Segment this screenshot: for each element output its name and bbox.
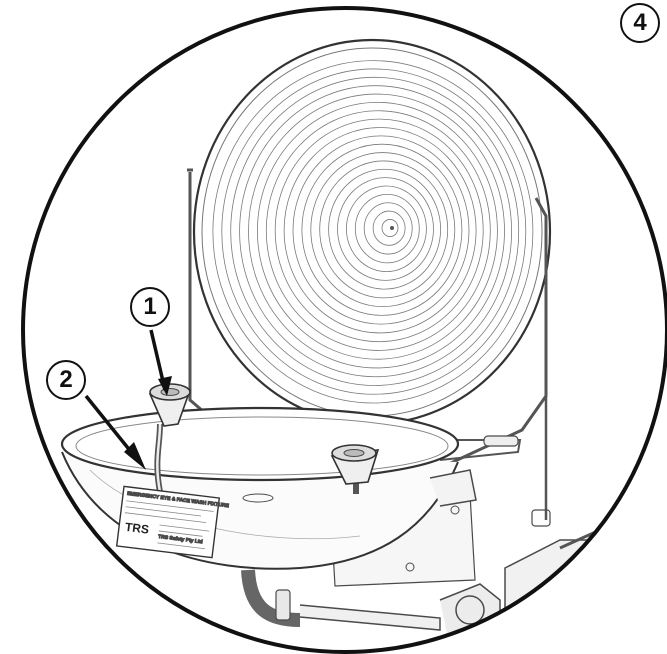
inlet-nut [455,595,485,625]
right-nozzle-orifice [343,449,365,457]
placard-brand-logo: TRS [124,520,150,537]
callout-4: 4 [620,3,660,43]
arrow-2 [84,394,138,460]
disc-ring [212,60,534,404]
instruction-placard: EMERGENCY EYE & FACE WASH FIXTURE TRS TR… [115,485,230,559]
callout-2: 2 [46,360,86,400]
left-support-rod [188,172,205,414]
actuator-arm [430,439,522,461]
disc-ring [274,118,484,343]
detail-frame-circle [21,6,667,654]
disc-ring [363,202,413,255]
disc-ring [239,85,513,378]
basin-drain [242,493,274,503]
disc-ring [381,219,399,237]
illustration: EMERGENCY EYE & FACE WASH FIXTURE TRS TR… [60,38,601,649]
basin-support-bracket [429,469,477,507]
ball-valve-body [504,539,601,631]
basin-inner-rim [75,416,449,476]
actuator-joint [483,435,519,447]
dust-cover-disc [192,38,552,426]
disc-ring [328,168,442,290]
left-nozzle-riser-highlight [156,423,162,493]
rod-clamp [531,509,551,527]
disc-ring [265,110,491,351]
disc-ring [248,93,505,369]
callout-2-label: 2 [59,366,73,393]
disc-ring [372,210,406,246]
callout-4-label: 4 [633,9,647,36]
disc-ring [319,160,449,299]
disc-ring [301,143,463,316]
disc-ring [345,185,427,272]
disc-ring [256,102,498,360]
basin-rim [60,406,460,482]
plate-screw-top [450,505,460,515]
disc-ring [230,76,520,386]
leader-arrows [84,329,172,470]
disc-ring [354,193,420,264]
callout-1-label: 1 [143,293,157,320]
disc-ring [310,152,456,308]
drain-pipe [299,604,441,631]
disc-ring [283,127,477,334]
plate-screw-bottom [405,562,415,572]
drain-elbow [241,569,301,627]
disc-ring [337,177,434,281]
callout-1: 1 [130,287,170,327]
arrow-1-head [158,376,172,396]
disc-ring [221,68,527,395]
pipe-coupling [275,589,291,621]
arrow-2-head [124,442,146,470]
disc-ring [292,135,470,325]
